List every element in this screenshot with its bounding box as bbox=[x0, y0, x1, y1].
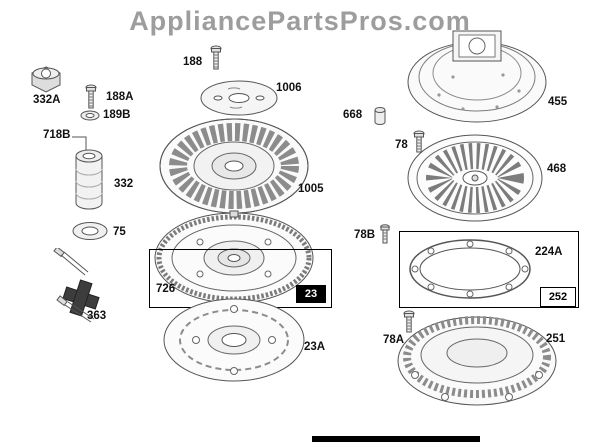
part-label-78b: 78B bbox=[354, 229, 376, 241]
plate-1006-illustration bbox=[200, 80, 278, 116]
washer-189b-illustration bbox=[80, 110, 100, 121]
part-label-23a: 23A bbox=[304, 341, 326, 353]
spacer-332-illustration bbox=[75, 149, 103, 210]
part-label-718b: 718B bbox=[43, 129, 71, 141]
part-label-75: 75 bbox=[113, 226, 126, 238]
part-label-251: 251 bbox=[546, 333, 566, 345]
site-watermark: AppliancePartsPros.com bbox=[129, 6, 471, 36]
part-label-332: 332 bbox=[114, 178, 134, 190]
screw-78-illustration bbox=[413, 130, 425, 153]
part-label-363: 363 bbox=[87, 310, 107, 322]
cover-251-illustration bbox=[397, 316, 557, 406]
screw-78a-illustration bbox=[403, 310, 415, 333]
part-label-1005: 1005 bbox=[298, 183, 324, 195]
part-label-668: 668 bbox=[343, 109, 363, 121]
flywheel-1005-illustration bbox=[159, 118, 309, 214]
flywheel-23a-illustration bbox=[163, 298, 305, 382]
part-label-189b: 189B bbox=[103, 109, 131, 121]
part-label-224a: 224A bbox=[535, 246, 563, 258]
screw-188a-illustration bbox=[85, 84, 97, 109]
leader-line-718b bbox=[72, 136, 87, 153]
assembly-badge-252: 252 bbox=[540, 287, 576, 307]
screen-468-illustration bbox=[407, 134, 543, 222]
part-label-188a: 188A bbox=[106, 91, 134, 103]
nut-332a-illustration bbox=[31, 66, 61, 93]
part-label-468: 468 bbox=[547, 163, 567, 175]
assembly-box-224a bbox=[399, 231, 579, 308]
blower-housing-455-illustration bbox=[407, 30, 547, 123]
part-label-455: 455 bbox=[548, 96, 568, 108]
part-label-1006: 1006 bbox=[276, 82, 302, 94]
screw-78b-illustration bbox=[380, 224, 390, 244]
part-label-332a: 332A bbox=[33, 94, 61, 106]
part-label-726: 726 bbox=[156, 283, 176, 295]
coupling-363-illustration bbox=[53, 248, 100, 323]
part-label-78: 78 bbox=[395, 139, 408, 151]
bottom-bar bbox=[312, 436, 480, 442]
gasket-224a-illustration bbox=[409, 239, 531, 299]
screw-188-illustration bbox=[210, 45, 222, 70]
part-label-188: 188 bbox=[183, 56, 203, 68]
part-label-78a: 78A bbox=[383, 334, 405, 346]
washer-75-illustration bbox=[72, 222, 108, 240]
assembly-badge-23: 23 bbox=[296, 285, 326, 303]
pin-668-illustration bbox=[374, 107, 386, 125]
